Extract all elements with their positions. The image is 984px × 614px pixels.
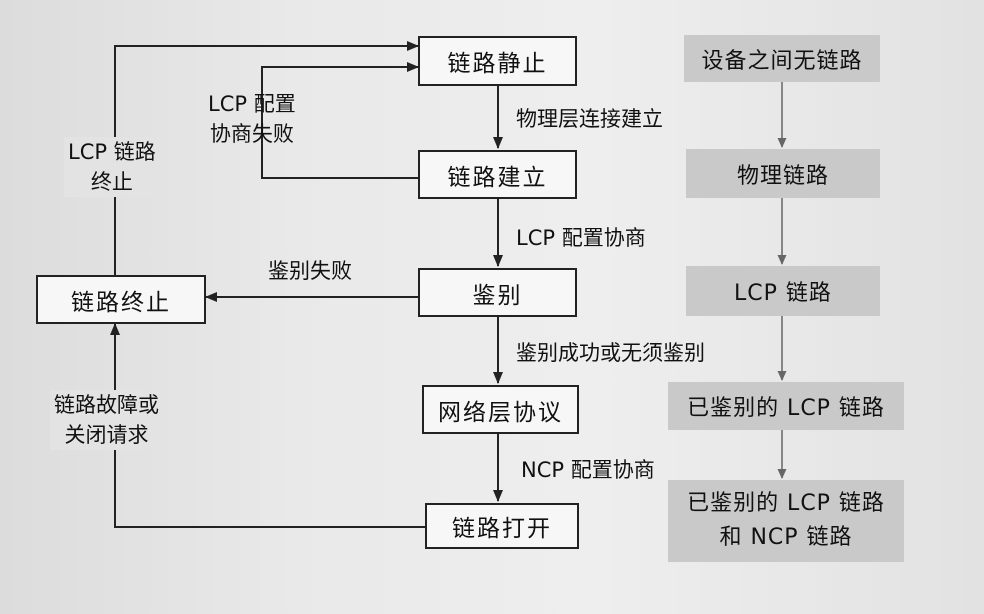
label-link-fault-line-2: 关闭请求 bbox=[64, 423, 149, 447]
link-state-physical-label: 物理链路 bbox=[736, 163, 829, 189]
state-network-layer-label: 网络层协议 bbox=[438, 399, 563, 426]
label-auth-success: 鉴别成功或无须鉴别 bbox=[516, 341, 705, 365]
label-ncp-negotiate: NCP 配置协商 bbox=[521, 458, 655, 482]
link-state-auth-lcp-ncp: 已鉴别的 LCP 链路 和 NCP 链路 bbox=[668, 480, 904, 562]
label-lcp-terminate: LCP 链路 终止 bbox=[64, 137, 160, 197]
state-link-establish-label: 链路建立 bbox=[447, 164, 548, 191]
link-state-none-label: 设备之间无链路 bbox=[701, 48, 863, 74]
link-state-auth-lcp-label: 已鉴别的 LCP 链路 bbox=[687, 396, 885, 421]
label-link-fault-line-1: 链路故障或 bbox=[54, 393, 159, 417]
label-lcp-terminate-line-2: 终止 bbox=[90, 170, 133, 194]
state-authenticate: 鉴别 bbox=[418, 268, 577, 317]
label-lcp-fail-line-2: 协商失败 bbox=[209, 122, 294, 146]
arrow-lcp-fail-loop bbox=[261, 62, 419, 179]
link-state-auth-lcp: 已鉴别的 LCP 链路 bbox=[668, 382, 904, 430]
link-state-auth-lcp-ncp-line-1: 已鉴别的 LCP 链路 bbox=[687, 491, 885, 516]
label-lcp-fail-line-1: LCP 配置 bbox=[208, 92, 296, 116]
link-state-auth-lcp-ncp-line-2: 和 NCP 链路 bbox=[719, 525, 853, 550]
arrow-terminate-to-dead bbox=[114, 41, 419, 275]
link-state-physical: 物理链路 bbox=[686, 149, 880, 198]
state-link-open: 链路打开 bbox=[425, 503, 579, 549]
label-physical-up: 物理层连接建立 bbox=[516, 107, 663, 131]
state-link-terminate: 链路终止 bbox=[36, 275, 206, 324]
label-link-fault: 链路故障或 关闭请求 bbox=[50, 390, 163, 450]
link-state-lcp-label: LCP 链路 bbox=[734, 281, 832, 306]
state-link-dead-label: 链路静止 bbox=[447, 51, 548, 77]
label-lcp-negotiate: LCP 配置协商 bbox=[516, 226, 646, 250]
link-state-lcp: LCP 链路 bbox=[686, 266, 880, 316]
label-lcp-fail: LCP 配置 协商失败 bbox=[208, 89, 296, 149]
link-state-none: 设备之间无链路 bbox=[684, 35, 880, 82]
label-auth-fail: 鉴别失败 bbox=[268, 259, 352, 283]
state-authenticate-label: 鉴别 bbox=[472, 282, 523, 309]
label-lcp-terminate-line-1: LCP 链路 bbox=[68, 140, 156, 164]
state-link-establish: 链路建立 bbox=[418, 150, 577, 199]
state-network-layer: 网络层协议 bbox=[422, 385, 579, 434]
state-link-dead: 链路静止 bbox=[418, 36, 577, 86]
state-link-open-label: 链路打开 bbox=[452, 516, 552, 542]
state-link-terminate-label: 链路终止 bbox=[71, 289, 171, 316]
